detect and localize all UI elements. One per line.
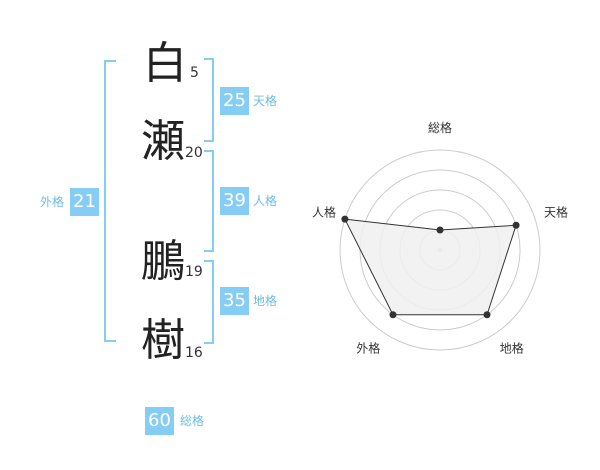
name-char-2: 瀬 bbox=[141, 116, 185, 167]
stroke-count-1: 5 bbox=[190, 65, 199, 81]
gaikaku-value-badge: 21 bbox=[70, 188, 99, 216]
radar-point-4 bbox=[341, 215, 349, 223]
radar-axis-label-4: 人格 bbox=[312, 204, 336, 219]
radar-axis-label-2: 地格 bbox=[500, 341, 524, 356]
radar-point-3 bbox=[389, 311, 397, 319]
jinkaku-label: 人格 bbox=[253, 194, 278, 208]
stroke-count-4: 16 bbox=[185, 345, 203, 361]
chikaku-label: 地格 bbox=[253, 294, 278, 308]
soukaku-value-badge: 60 bbox=[145, 407, 174, 435]
tenkaku-label: 天格 bbox=[253, 94, 278, 108]
radar-axis-label-1: 天格 bbox=[544, 204, 568, 219]
jinkaku-value-badge: 39 bbox=[220, 187, 249, 215]
stroke-count-2: 20 bbox=[185, 145, 203, 161]
soukaku-label: 総格 bbox=[180, 414, 205, 428]
bracket-chikaku bbox=[204, 260, 214, 344]
radar-point-1 bbox=[512, 221, 520, 229]
name-char-4: 樹 bbox=[141, 315, 185, 366]
bracket-tenkaku bbox=[204, 58, 214, 142]
name-char-1: 白 bbox=[143, 38, 187, 89]
bracket-gaikaku bbox=[104, 60, 116, 342]
radar-point-0 bbox=[436, 226, 444, 234]
bracket-jinkaku bbox=[204, 150, 214, 252]
radar-ring-5 bbox=[339, 149, 541, 351]
radar-area bbox=[344, 218, 517, 316]
gaikaku-label: 外格 bbox=[40, 195, 65, 209]
stroke-count-3: 19 bbox=[185, 264, 203, 280]
radar-point-2 bbox=[483, 311, 491, 319]
tenkaku-value-badge: 25 bbox=[220, 87, 249, 115]
radar-axis-label-3: 外格 bbox=[356, 341, 380, 356]
name-char-3: 鵬 bbox=[141, 236, 185, 287]
chikaku-value-badge: 35 bbox=[220, 287, 249, 315]
radar-axis-label-0: 総格 bbox=[428, 120, 452, 135]
